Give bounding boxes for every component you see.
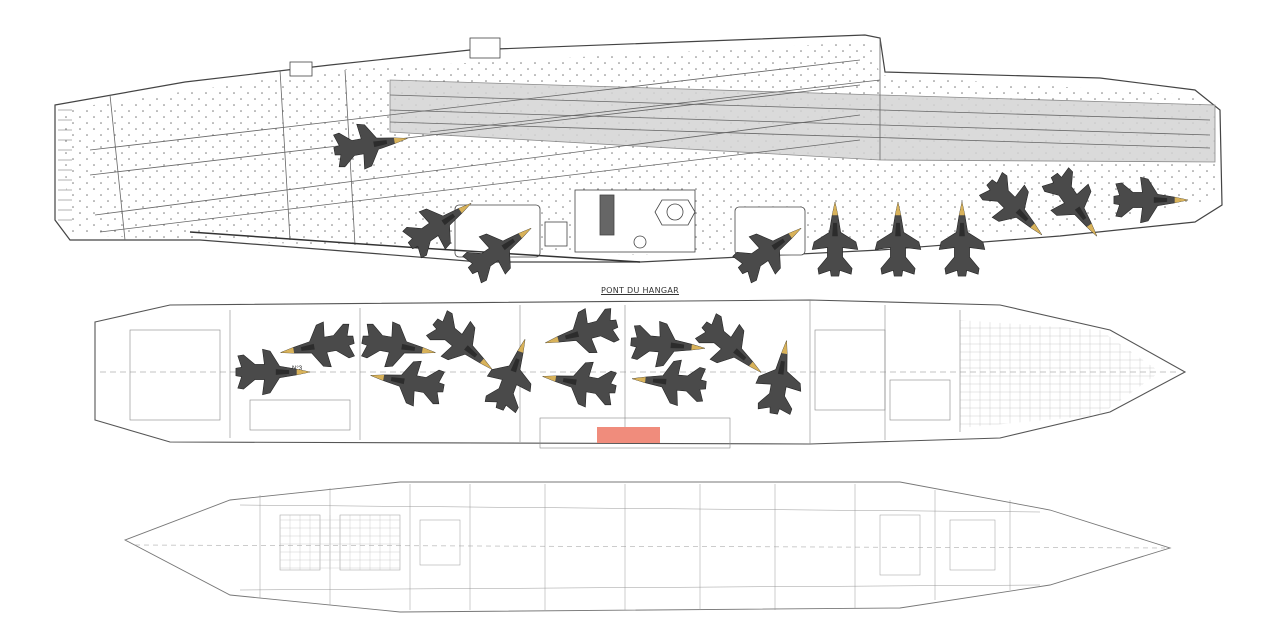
lower-deck-plan	[123, 481, 1172, 613]
island-superstructure	[289, 37, 806, 258]
flight-deck-plan	[54, 34, 1223, 263]
hangar-elevator-highlight	[597, 427, 660, 443]
hangar-deck-title: PONT DU HANGAR	[601, 286, 679, 295]
hangar-compartment-label: N°3	[292, 366, 303, 372]
